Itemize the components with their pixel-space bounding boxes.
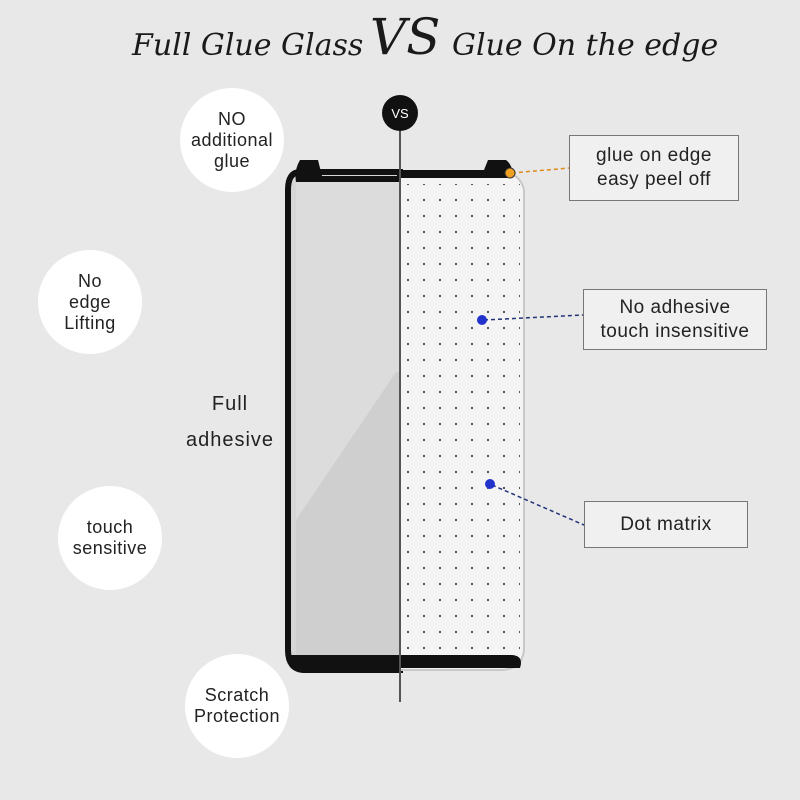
title-full-glue-glass: Full Glue Glass [132,28,364,63]
full-glue-glass-half [285,160,403,673]
phone-bottom-edge [287,655,521,668]
leader-line-dot-matrix [491,484,585,526]
feature-touch-sensitive: touch sensitive [58,486,162,590]
dot-matrix-pattern [402,184,520,654]
callout-dot-matrix: Dot matrix [584,501,748,548]
marker-dot-glue-edge [504,167,516,179]
title-glue-on-edge: Glue On the edge [452,28,719,63]
callout-glue-on-edge: glue on edge easy peel off [569,135,739,201]
comparison-title: Full Glue Glass VS Glue On the edge [0,8,800,68]
feature-no-additional-glue: NO additional glue [180,88,284,192]
marker-dot-dot-matrix [485,479,495,489]
leader-line-glue-edge [511,167,570,174]
full-adhesive-label: Full adhesive [185,393,275,451]
callout-no-adhesive: No adhesive touch insensitive [583,289,767,350]
feature-no-edge-lifting: No edge Lifting [38,250,142,354]
marker-dot-no-adhesive [477,315,487,325]
leader-line-no-adhesive [483,314,584,321]
title-vs: VS [370,8,441,66]
vs-badge: VS [382,95,418,131]
feature-scratch-protection: Scratch Protection [185,654,289,758]
glue-on-edge-half [287,160,525,671]
